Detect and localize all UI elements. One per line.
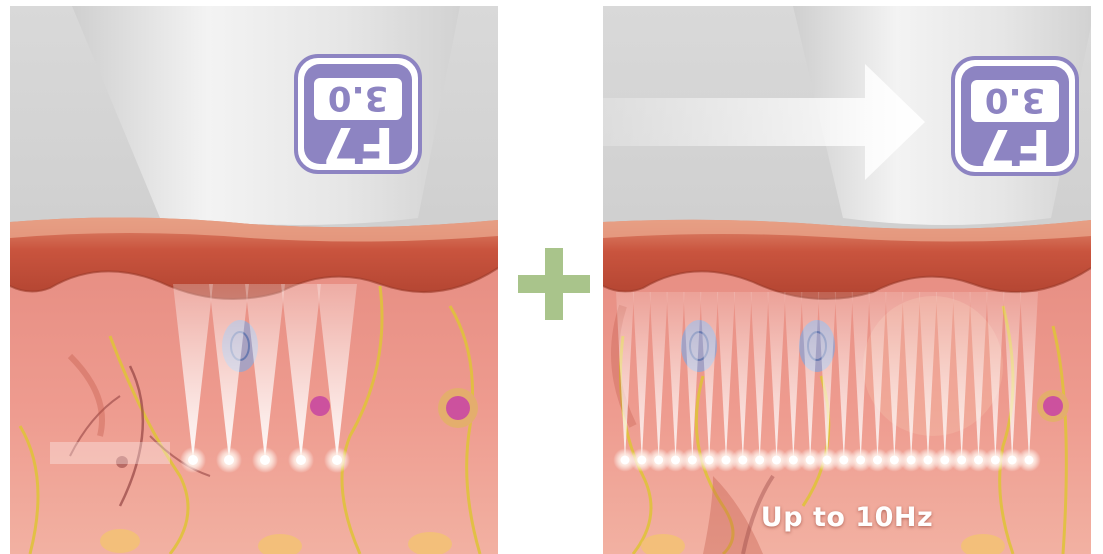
focal-point — [806, 456, 815, 465]
focal-point — [873, 456, 882, 465]
single-shot-panel: 3.0 F7 — [10, 6, 498, 554]
focal-point — [856, 456, 865, 465]
focal-point — [940, 456, 949, 465]
badge-bottom-text: F7 — [979, 117, 1051, 177]
focal-point — [705, 456, 714, 465]
focal-point — [260, 455, 270, 465]
sliding-mode-illustration: 3.0 F7 — [603, 6, 1091, 554]
gland-icon — [310, 396, 330, 416]
sliding-mode-panel: 3.0 F7 — [603, 6, 1091, 554]
focal-point — [1025, 456, 1034, 465]
focal-point — [738, 456, 747, 465]
focal-point — [839, 456, 848, 465]
focal-point — [188, 455, 198, 465]
focal-point — [890, 456, 899, 465]
focal-point — [722, 456, 731, 465]
plus-icon — [518, 248, 590, 320]
focal-point — [688, 456, 697, 465]
focal-point — [772, 456, 781, 465]
focal-point — [296, 455, 306, 465]
single-shot-illustration: 3.0 F7 — [10, 6, 498, 554]
focal-point — [755, 456, 764, 465]
focal-point — [974, 456, 983, 465]
focal-point — [991, 456, 1000, 465]
focal-point — [1008, 456, 1017, 465]
badge-bottom-text: F7 — [322, 115, 394, 175]
focal-point — [789, 456, 798, 465]
device-badge: 3.0 F7 — [296, 56, 420, 175]
focal-point — [671, 456, 680, 465]
badge-top-text: 3.0 — [985, 80, 1045, 120]
focal-point — [907, 456, 916, 465]
device-badge: 3.0 F7 — [953, 58, 1077, 177]
focal-point — [957, 456, 966, 465]
badge-top-text: 3.0 — [328, 78, 388, 118]
focal-point — [224, 455, 234, 465]
focal-point — [637, 456, 646, 465]
focal-point — [924, 456, 933, 465]
focal-point — [332, 455, 342, 465]
focal-point — [654, 456, 663, 465]
focal-point — [823, 456, 832, 465]
focal-point — [621, 456, 630, 465]
